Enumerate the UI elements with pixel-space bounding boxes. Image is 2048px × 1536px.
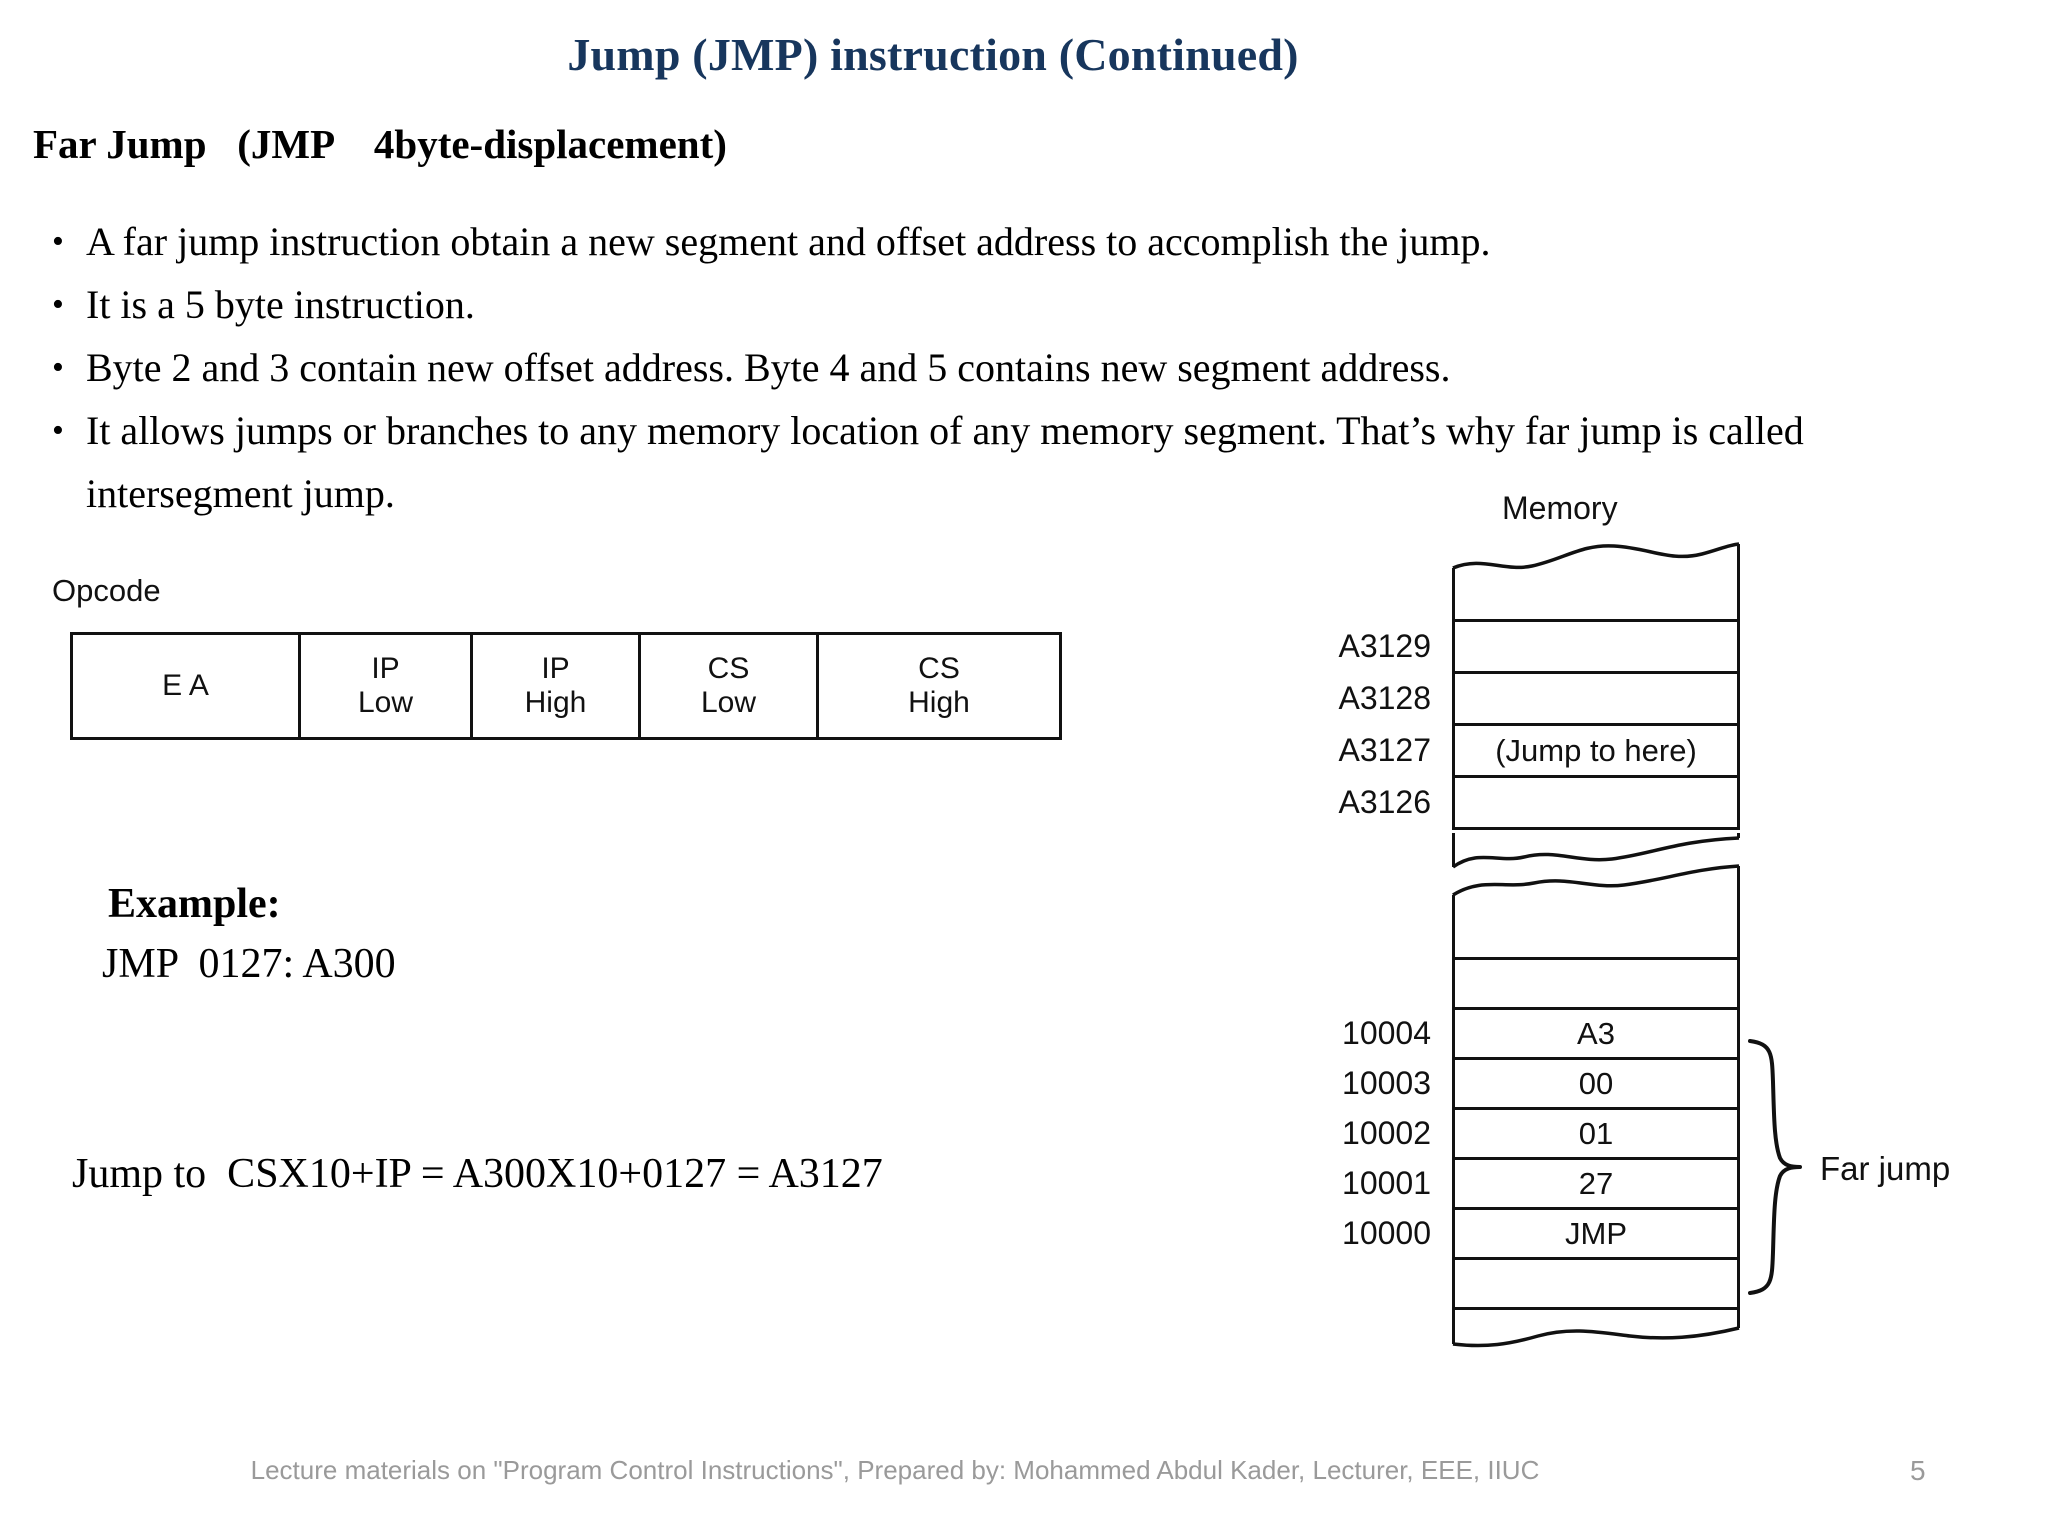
list-item-text: It allows jumps or branches to any memor…	[86, 408, 1804, 516]
memory-torn-edge-middle-icon	[1452, 833, 1740, 911]
memory-address-label: 10002	[1342, 1115, 1431, 1151]
list-item-text: A far jump instruction obtain a new segm…	[86, 219, 1491, 264]
opcode-cell-byte5: CS High	[819, 635, 1059, 737]
example-code: JMP 0127: A300	[102, 941, 396, 987]
memory-cell-value: 00	[1578, 1065, 1614, 1101]
list-item-text: It is a 5 byte instruction.	[86, 282, 475, 327]
memory-address-label: 10001	[1342, 1165, 1431, 1201]
list-item: • It allows jumps or branches to any mem…	[30, 399, 2020, 525]
opcode-cell-byte3: IP High	[473, 635, 641, 737]
far-jump-label: Far jump	[1820, 1150, 1951, 1187]
memory-diagram: Memory A3129 A3128 A312	[1290, 490, 2010, 1410]
memory-row: A3129	[1338, 622, 1740, 674]
memory-cell-value: A3	[1577, 1015, 1615, 1051]
bullet-dot-icon: •	[52, 286, 64, 323]
memory-address-label: 10003	[1342, 1065, 1431, 1101]
memory-block-lower: 10004 A3 10003 00 10002 01 10001 27 1000…	[1342, 910, 1740, 1310]
opcode-cell-line1: E A	[162, 669, 209, 702]
opcode-cell-line2: Low	[357, 686, 414, 719]
memory-row: 10002 01	[1342, 1110, 1740, 1160]
memory-cell-value: 01	[1578, 1115, 1614, 1151]
memory-row	[1452, 570, 1740, 622]
memory-row: A3126	[1338, 778, 1740, 830]
opcode-cell-line2: High	[524, 686, 587, 719]
bullet-dot-icon: •	[52, 412, 64, 449]
jump-address-equation: Jump to CSX10+IP = A300X10+0127 = A3127	[72, 1151, 883, 1197]
memory-row-jump-target: A3127 (Jump to here)	[1338, 726, 1740, 778]
memory-cell-value: 27	[1578, 1165, 1614, 1201]
memory-torn-edge-bottom-icon	[1452, 1310, 1740, 1352]
example-heading: Example:	[108, 881, 281, 927]
bullet-dot-icon: •	[52, 349, 64, 386]
memory-address-label: A3128	[1338, 680, 1431, 716]
opcode-cell-line1: CS	[918, 652, 960, 685]
page-title: Jump (JMP) instruction (Continued)	[567, 29, 1299, 80]
memory-address-label: A3129	[1338, 628, 1431, 664]
section-subheading: Far Jump (JMP 4byte-displacement)	[33, 121, 727, 167]
memory-diagram-title: Memory	[1502, 490, 1618, 526]
memory-address-label: 10004	[1342, 1015, 1431, 1051]
far-jump-brace-icon	[1742, 1038, 1812, 1296]
memory-row-jmp-opcode: 10000 JMP	[1342, 1210, 1740, 1260]
opcode-diagram-label: Opcode	[52, 573, 161, 608]
opcode-byte-table: E A IP Low IP High CS Low CS High	[70, 632, 1062, 740]
memory-block-upper: A3129 A3128 A3127 (Jump to here) A3126	[1338, 570, 1740, 830]
opcode-cell-byte4: CS Low	[641, 635, 819, 737]
opcode-cell-line2: Low	[700, 686, 757, 719]
memory-row	[1452, 910, 1740, 960]
opcode-cell-byte2: IP Low	[301, 635, 473, 737]
memory-row: 10001 27	[1342, 1160, 1740, 1210]
footer-credit: Lecture materials on "Program Control In…	[250, 1455, 1540, 1485]
memory-address-label: A3126	[1338, 784, 1431, 820]
list-item: • It is a 5 byte instruction.	[30, 273, 2020, 336]
opcode-cell-line1: CS	[707, 652, 750, 685]
list-item-text: Byte 2 and 3 contain new offset address.…	[86, 345, 1451, 390]
memory-cell-value: JMP	[1565, 1215, 1627, 1251]
memory-address-label: A3127	[1338, 732, 1431, 768]
memory-address-label: 10000	[1342, 1215, 1431, 1251]
memory-row: 10004 A3	[1342, 1010, 1740, 1060]
memory-cell-value: (Jump to here)	[1495, 732, 1697, 768]
memory-row: A3128	[1338, 674, 1740, 726]
list-item: • Byte 2 and 3 contain new offset addres…	[30, 336, 2020, 399]
memory-row	[1452, 960, 1740, 1010]
page-number: 5	[1910, 1455, 1926, 1486]
opcode-cell-line1: IP	[541, 652, 570, 685]
memory-row: 10003 00	[1342, 1060, 1740, 1110]
opcode-cell-line1: IP	[371, 652, 400, 685]
opcode-cell-line2: High	[908, 686, 970, 719]
list-item: • A far jump instruction obtain a new se…	[30, 210, 2020, 273]
memory-row	[1452, 1260, 1740, 1310]
opcode-cell-byte1: E A	[73, 635, 301, 737]
bullet-list: • A far jump instruction obtain a new se…	[30, 210, 2020, 525]
bullet-dot-icon: •	[52, 223, 64, 260]
